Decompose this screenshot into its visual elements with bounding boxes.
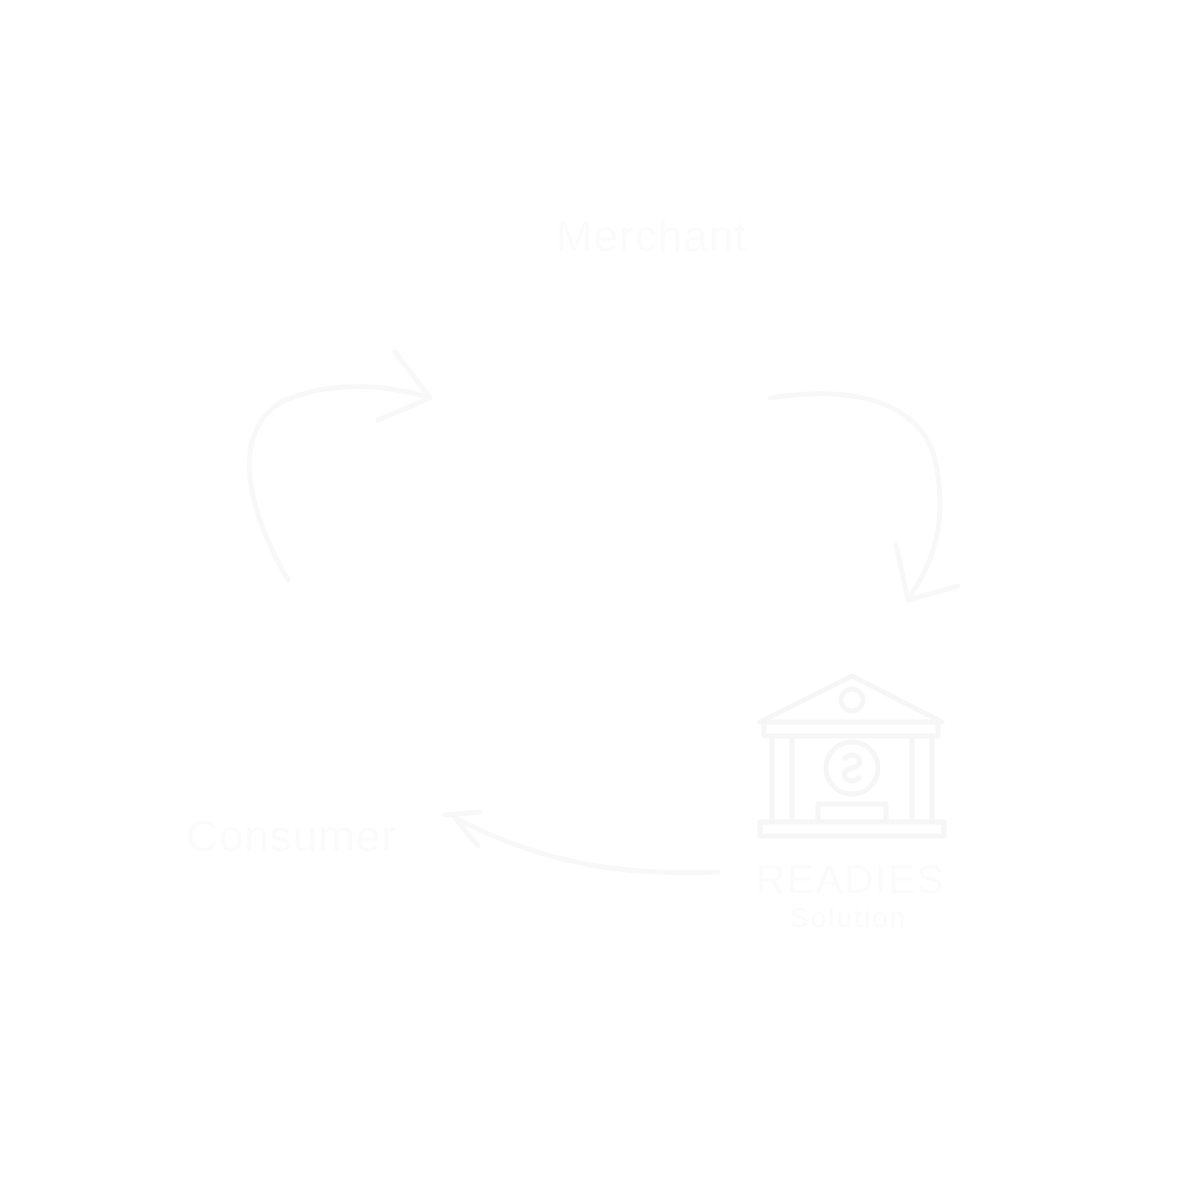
bank-name-label: READIES (756, 858, 946, 902)
consumer-label: Consumer (186, 812, 397, 861)
bank-icon (757, 673, 947, 839)
arrow-consumer-to-merchant (246, 349, 433, 583)
arrow-merchant-to-bank (767, 391, 961, 603)
merchant-label: Merchant (556, 212, 748, 261)
bank-subtitle-label: Solution (790, 902, 908, 933)
arrow-bank-to-consumer (442, 809, 721, 875)
